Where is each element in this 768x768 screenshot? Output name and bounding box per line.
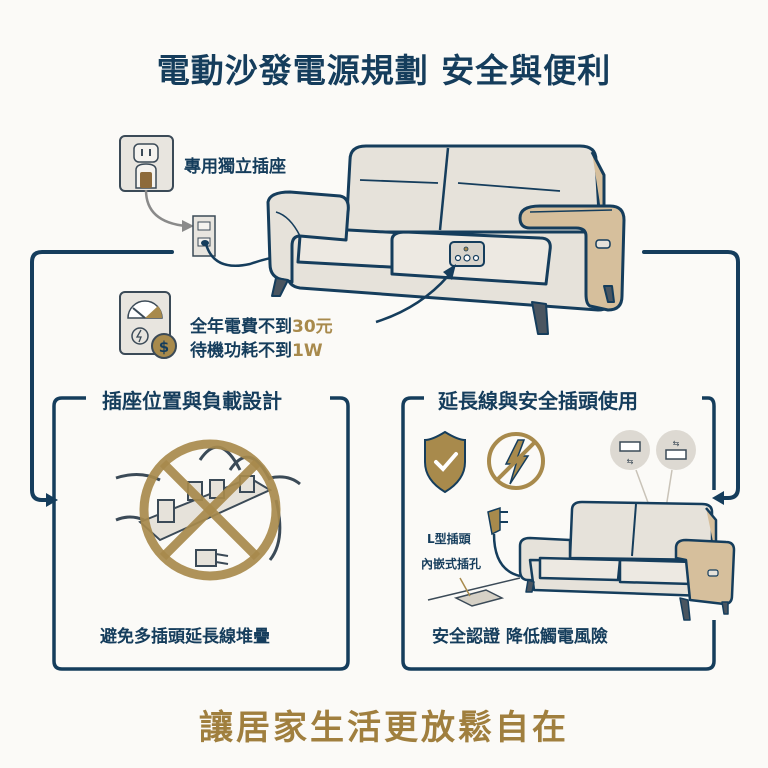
right-panel-title: 延長線與安全插頭使用 — [430, 385, 646, 414]
left-panel-frame — [52, 396, 350, 671]
standby-power-label: 待機功耗不到1W — [190, 336, 323, 361]
svg-text:⇆: ⇆ — [673, 439, 680, 448]
shield-check-icon — [424, 430, 466, 494]
power-sofa-illustration — [266, 144, 626, 335]
usb-port-icon: ⇆ — [656, 430, 696, 470]
standby-value: 1W — [292, 341, 323, 361]
flow-line-right — [642, 250, 740, 500]
recessed-socket-icon — [427, 577, 521, 607]
dollar-coin-icon: $ — [151, 333, 177, 359]
right-panel-caption: 安全認證 降低觸電風險 — [432, 622, 612, 647]
wall-outlet-icon — [119, 135, 174, 192]
dedicated-outlet-label: 專用獨立插座 — [184, 157, 286, 177]
no-overloaded-power-strip-icon — [115, 439, 301, 581]
left-panel-caption: 避免多插頭延長線堆疊 — [100, 627, 270, 647]
left-panel-title: 插座位置與負載設計 — [94, 385, 290, 414]
flow-line-left — [30, 250, 174, 502]
footer-slogan: 讓居家生活更放鬆自在 — [199, 708, 569, 748]
small-sofa-illustration — [518, 500, 736, 621]
no-shock-icon — [487, 432, 545, 490]
annual-cost-label: 全年電費不到30元 — [190, 312, 333, 337]
arrow-right-icon — [712, 491, 724, 505]
l-plug-label: L型插頭 — [427, 532, 471, 546]
standby-prefix: 待機功耗不到 — [190, 341, 292, 361]
page-title: 電動沙發電源規劃 安全與便利 — [156, 51, 612, 90]
arrow-left-icon — [46, 493, 58, 507]
svg-text:$: $ — [159, 338, 169, 356]
wall-socket-icon — [192, 215, 216, 257]
svg-text:⇆: ⇆ — [627, 457, 634, 466]
usb-port-icon: ⇆ — [610, 430, 650, 470]
right-panel-frame — [401, 396, 716, 671]
annual-cost-prefix: 全年電費不到 — [190, 317, 292, 337]
l-plug-icon — [487, 506, 521, 578]
annual-cost-value: 30元 — [292, 317, 333, 337]
power-meter-icon — [119, 291, 171, 355]
recessed-socket-label: 內嵌式插孔 — [421, 557, 482, 571]
